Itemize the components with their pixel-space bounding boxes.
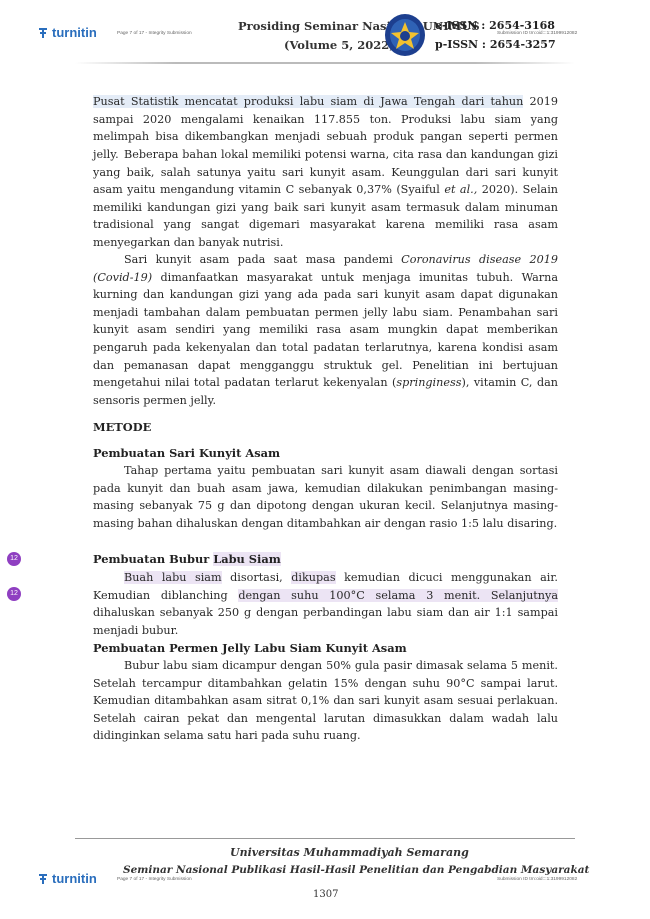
highlighted-match: dengan suhu 100°C selama 3 menit. Selanj… — [238, 588, 558, 602]
paragraph-permen-jelly: Bubur labu siam dicampur dengan 50% gula… — [93, 659, 558, 743]
footer-university: Universitas Muhammadiyah Semarang — [230, 846, 469, 859]
footer-page-info: Page 7 of 17 - Integrity Submission — [117, 877, 192, 882]
highlighted-match: Pusat Statistik mencatat produksi labu s… — [93, 95, 524, 108]
paragraph-text: dimanfaatkan masyarakat untuk menjaga im… — [93, 270, 558, 390]
paragraph-text: 2020). Selain memiliki kandungan gizi ya… — [93, 183, 558, 249]
turnitin-logo-icon — [38, 27, 49, 39]
match-marker[interactable]: 12 — [7, 587, 21, 601]
paragraph-intro: Pusat Statistik mencatat produksi labu s… — [93, 93, 558, 163]
turnitin-logo-text: turnitin — [52, 25, 97, 40]
italic-term: Coronavirus disease 2019 (Covid-19) — [93, 253, 558, 284]
paragraph-local-ingredients: Beberapa bahan lokal memiliki potensi wa… — [93, 146, 558, 252]
paragraph-text: ), vitamin C, dan sensoris permen jelly. — [93, 376, 558, 407]
paragraph-pandemic: Sari kunyit asam pada saat masa pandemi … — [93, 251, 558, 409]
paragraph-text: disortasi, — [221, 571, 292, 584]
header-pissn: p-ISSN : 2654-3257 — [435, 38, 556, 51]
highlighted-match: Buah labu siam — [124, 571, 222, 584]
header-eissn: e-ISSN : 2654-3168 — [435, 19, 555, 32]
paragraph-text: kemudian dicuci menggunakan air. Kemudia… — [93, 571, 558, 602]
header-page-info: Page 7 of 17 - Integrity Submission — [117, 31, 192, 36]
unimus-seal-icon — [384, 13, 426, 57]
highlighted-match: dikupas — [291, 571, 336, 584]
paragraph-bubur-labu: Buah labu siam disortasi, dikupas kemudi… — [93, 569, 558, 639]
footer-seminar-title: Seminar Nasional Publikasi Hasil-Hasil P… — [123, 864, 590, 876]
footer-turnitin-logo: turnitin — [38, 871, 97, 886]
paragraph-text: Sari kunyit asam pada saat masa pandemi — [124, 253, 402, 266]
highlighted-match: Labu Siam — [213, 552, 281, 566]
footer-divider — [75, 838, 575, 839]
citation-etal: et al., — [444, 183, 478, 197]
section-heading-metode: METODE — [93, 420, 152, 434]
footer-submission-id: Submission ID trn:oid:::1:3199912082 — [497, 877, 578, 882]
subheading-text: Pembuatan Bubur — [93, 552, 214, 566]
subheading-permen-jelly: Pembuatan Permen Jelly Labu Siam Kunyit … — [93, 641, 407, 655]
subheading-bubur-labu: Pembuatan Bubur Labu Siam — [93, 552, 281, 566]
header-volume: (Volume 5, 2022) — [284, 38, 395, 52]
header-divider — [75, 62, 575, 64]
turnitin-logo: turnitin — [38, 25, 97, 40]
paragraph-intro-text: 2019 sampai 2020 mengalami kenaikan 117.… — [93, 95, 558, 161]
paragraph-text: Beberapa bahan lokal memiliki potensi wa… — [93, 148, 558, 197]
subheading-sari-kunyit: Pembuatan Sari Kunyit Asam — [93, 446, 281, 460]
paragraph-sari-kunyit: Tahap pertama yaitu pembuatan sari kunyi… — [93, 464, 558, 530]
match-marker[interactable]: 12 — [7, 552, 21, 566]
italic-term: springiness — [396, 376, 462, 390]
header-submission-id: Submission ID trn:oid:::1:3199912082 — [497, 31, 578, 36]
turnitin-logo-icon — [38, 873, 49, 885]
page-number: 1307 — [313, 889, 339, 900]
paragraph-text: dihaluskan sebanyak 250 g dengan perband… — [93, 606, 558, 637]
turnitin-logo-text: turnitin — [52, 871, 97, 886]
